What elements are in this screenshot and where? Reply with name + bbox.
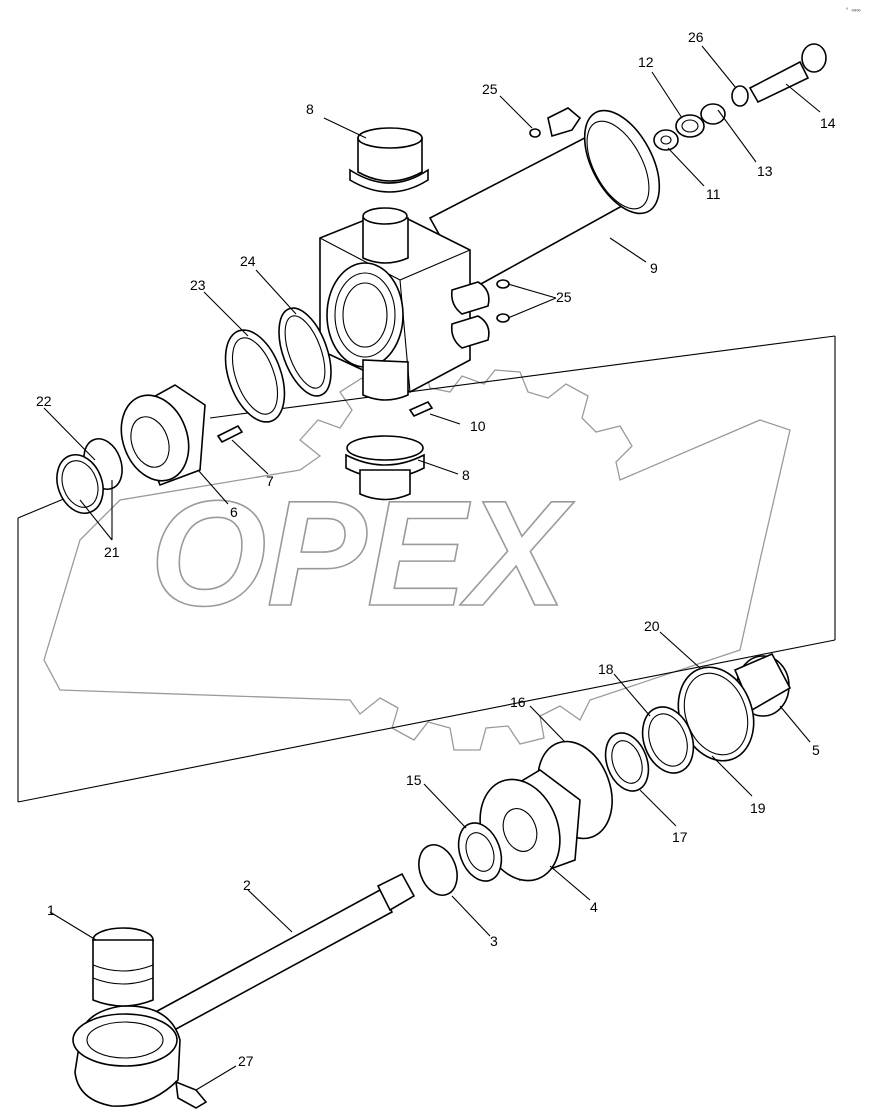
watermark: OPEX [43,365,791,751]
leader-lines [43,45,821,1091]
label-12: 12 [638,54,654,70]
rod-assembly [72,872,416,1109]
label-16: 16 [510,694,526,710]
part-labels: 1 2 3 4 5 6 7 8 8 9 10 11 12 13 14 15 16… [36,29,836,1069]
watermark-text: OPEX [150,469,575,637]
watermark-gear-outline [43,365,791,751]
label-5: 5 [812,742,820,758]
label-19: 19 [750,800,766,816]
piston-assembly [418,652,792,896]
label-2: 2 [243,877,251,893]
corner-mark: ° ·∞∞ [846,8,861,14]
bushing-bottom [345,435,425,501]
label-8-bottom: 8 [462,467,470,483]
label-11: 11 [706,186,721,202]
label-24: 24 [240,253,256,269]
label-6: 6 [230,504,238,520]
label-17: 17 [672,829,688,845]
label-23: 23 [190,277,206,293]
label-1: 1 [47,902,55,918]
upper-fittings [496,43,827,323]
label-26: 26 [688,29,704,45]
label-25-top: 25 [482,81,498,97]
head-assembly [56,307,434,514]
label-22: 22 [36,393,52,409]
label-25-right: 25 [556,289,572,305]
barrel-body [319,107,661,401]
label-15: 15 [406,772,422,788]
label-13: 13 [757,163,773,179]
label-20: 20 [644,618,660,634]
label-9: 9 [650,260,658,276]
label-18: 18 [598,661,614,677]
label-3: 3 [490,933,498,949]
label-14: 14 [820,115,836,131]
bushing-top [349,127,429,193]
label-8-top: 8 [306,101,314,117]
label-7: 7 [266,473,274,489]
label-10: 10 [470,418,486,434]
label-4: 4 [590,899,598,915]
label-27: 27 [238,1053,254,1069]
label-21: 21 [104,544,120,560]
